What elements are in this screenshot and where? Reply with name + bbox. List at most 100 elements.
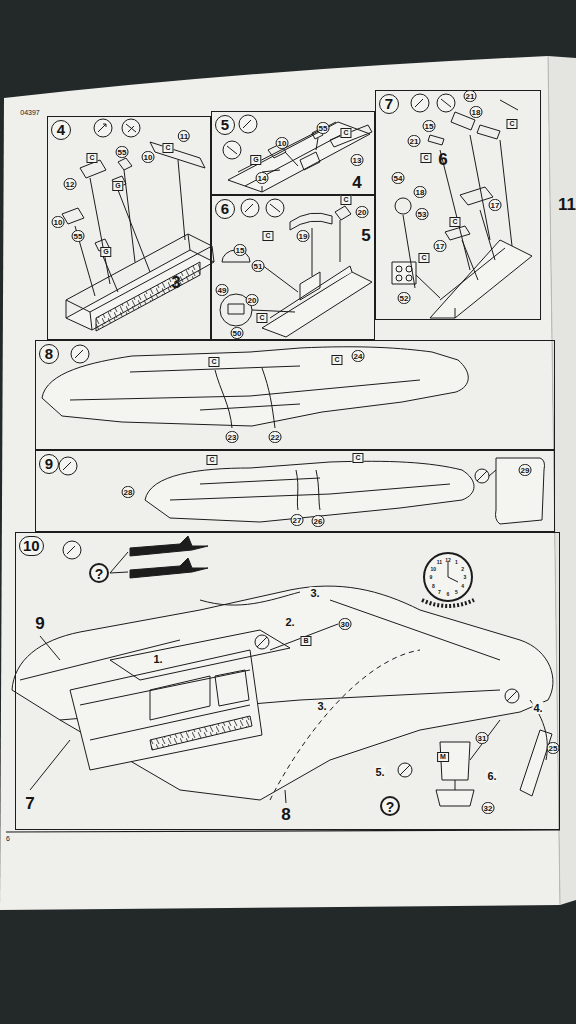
subassembly-number: 8 (281, 805, 290, 825)
part-number: 17 (434, 240, 447, 252)
color-code: C (340, 128, 351, 138)
color-code: C (352, 453, 363, 463)
part-number: 30 (339, 618, 352, 630)
part-number: 12 (64, 178, 77, 190)
color-code: B (300, 636, 311, 646)
part-number: 25 (547, 742, 560, 754)
color-code: G (112, 181, 123, 191)
part-number: 49 (216, 284, 229, 296)
part-number: 21 (464, 90, 477, 102)
part-number: 55 (116, 146, 129, 158)
clock-figure: 4 (461, 583, 464, 589)
subassembly-number: 11 (558, 195, 576, 215)
clock-figure: 3 (464, 574, 467, 580)
part-number: 31 (476, 732, 489, 744)
color-code: C (449, 217, 460, 227)
color-code: C (331, 355, 342, 365)
part-number: 50 (231, 327, 244, 339)
clock-figure: 1 (455, 559, 458, 565)
part-number: 15 (234, 244, 247, 256)
part-number: 18 (414, 186, 427, 198)
color-code: C (418, 253, 429, 263)
clock-figure: 12 (445, 557, 451, 563)
step-number: 4 (51, 120, 71, 140)
color-code: C (506, 119, 517, 129)
part-number: 10 (276, 137, 289, 149)
part-number: 55 (72, 230, 85, 242)
step-number: 10 (19, 536, 44, 556)
subassembly-number: 5 (361, 226, 370, 246)
clock-figure: 2 (461, 566, 464, 572)
page-text: 04397 (20, 109, 39, 116)
part-number: 53 (416, 208, 429, 220)
subassembly-number: 7 (25, 794, 34, 814)
part-number: 28 (122, 486, 135, 498)
part-number: 55 (317, 122, 330, 134)
part-number: 51 (252, 260, 265, 272)
step-panel: 6 (211, 195, 375, 340)
part-number: 20 (356, 206, 369, 218)
part-number: 54 (392, 172, 405, 184)
page-text: 6 (6, 835, 10, 842)
part-number: 19 (297, 230, 310, 242)
part-number: 21 (408, 135, 421, 147)
subassembly-number: 4 (352, 173, 361, 193)
step-order: 6. (486, 770, 497, 782)
clock-figure: 6 (447, 591, 450, 597)
clock-figure: 5 (455, 589, 458, 595)
part-number: 24 (352, 350, 365, 362)
part-number: 20 (246, 294, 259, 306)
color-code: C (340, 195, 351, 205)
next-page (548, 56, 576, 905)
color-code: C (86, 153, 97, 163)
step-order: 4. (532, 702, 543, 714)
part-number: 15 (423, 120, 436, 132)
clock-figure: 11 (437, 559, 442, 565)
part-number: 23 (226, 431, 239, 443)
step-order: 3. (309, 587, 320, 599)
paper-sheet (0, 56, 560, 910)
part-number: 26 (312, 515, 325, 527)
step-number: 6 (215, 199, 235, 219)
color-code: M (437, 752, 449, 762)
part-number: 10 (142, 151, 155, 163)
color-code: C (256, 313, 267, 323)
clock-figure: 9 (430, 574, 433, 580)
clock-figure: 7 (438, 589, 441, 595)
option-symbol: ? (89, 563, 109, 583)
subassembly-number: 6 (438, 150, 447, 170)
color-code: C (206, 455, 217, 465)
step-order: 3. (316, 700, 327, 712)
color-code: C (420, 153, 431, 163)
option-symbol: ? (380, 796, 400, 816)
color-code: G (100, 247, 111, 257)
part-number: 10 (52, 216, 65, 228)
part-number: 17 (489, 199, 502, 211)
step-number: 9 (39, 454, 59, 474)
step-order: 2. (284, 616, 295, 628)
step-panel: 5 (211, 111, 375, 195)
step-order: 1. (152, 653, 163, 665)
subassembly-number: 3 (171, 273, 180, 293)
part-number: 27 (291, 514, 304, 526)
subassembly-number: 9 (35, 614, 44, 634)
page-rule (6, 830, 560, 832)
part-number: 14 (256, 172, 269, 184)
step-panel: 4 (47, 116, 211, 340)
clock-figure: 10 (430, 566, 436, 572)
part-number: 22 (269, 431, 282, 443)
step-panel: 8 (35, 340, 555, 450)
part-number: 29 (519, 464, 532, 476)
part-number: 13 (351, 154, 364, 166)
step-number: 5 (215, 115, 235, 135)
part-number: 32 (482, 802, 495, 814)
step-number: 8 (39, 344, 59, 364)
color-code: G (250, 155, 261, 165)
part-number: 52 (398, 292, 411, 304)
color-code: C (162, 143, 173, 153)
clock-figure: 8 (432, 583, 435, 589)
step-order: 5. (374, 766, 385, 778)
color-code: C (262, 231, 273, 241)
color-code: C (208, 357, 219, 367)
step-number: 7 (379, 94, 399, 114)
